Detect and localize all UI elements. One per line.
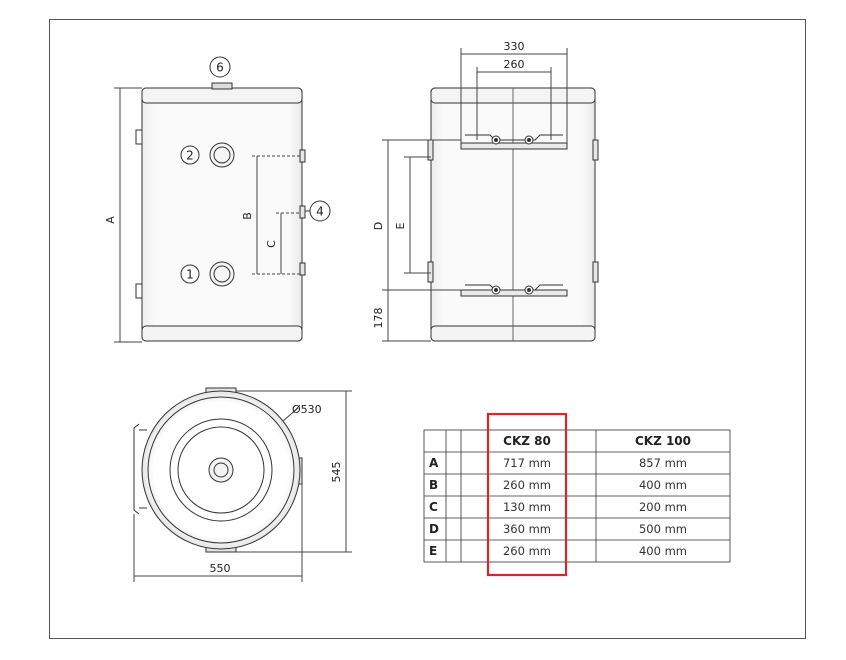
dim-b-label: B [241,212,254,220]
dim-545-label: 545 [330,462,343,483]
table-row-label: A [429,456,439,470]
dim-c-label: C [265,240,278,248]
top-port-inner [213,462,229,478]
table-cell-ckz80: 360 mm [503,522,551,536]
callout-6-circle [209,56,231,78]
top-wall-bracket [133,423,140,515]
drawing-frame [49,19,806,639]
front-bottom-band [141,325,303,342]
front-socket-upper [299,149,306,163]
table-cell-ckz100: 200 mm [639,500,687,514]
top-ring-4 [177,426,265,514]
dim-dia-leader [282,407,299,422]
dim-330-label: 330 [504,40,525,53]
ckz80-highlight-box [486,412,568,577]
side-socket-left-lower [427,261,434,283]
side-bracket-upper [460,134,568,150]
table-cell-ckz80: 130 mm [503,500,551,514]
front-top-band [141,87,303,104]
top-port-outer [208,457,234,483]
dim-550-label: 550 [210,562,231,575]
table-cell-ckz100: 400 mm [639,478,687,492]
connection-1-inner [213,265,231,283]
table-cell-ckz80: 717 mm [503,456,551,470]
table-cell-ckz80: 260 mm [503,544,551,558]
table-cell-ckz100: 400 mm [639,544,687,558]
callout-1-circle [180,264,200,284]
dim-d-label: D [372,222,385,230]
table-cell-ckz100: 500 mm [639,522,687,536]
table-cell-ckz100: 857 mm [639,456,687,470]
front-tank-body [141,87,303,342]
dim-178-label: 178 [372,308,385,329]
dim-dia-label: Ø530 [292,403,322,416]
callout-6-label: 6 [216,61,224,75]
side-view [382,48,599,342]
top-ring-3 [169,418,273,522]
dim-e-label: E [394,222,407,229]
top-wall-bracket-arms [139,429,147,509]
top-ring-2 [147,396,295,544]
side-socket-upper [592,139,599,161]
table-row-label: C [429,500,438,514]
side-socket-lower [592,261,599,283]
front-socket-lower [299,262,306,276]
callout-2-circle [180,145,200,165]
connection-2-inner [213,146,231,164]
table-header-ckz80: CKZ 80 [503,434,551,448]
table-row-label: D [429,522,439,536]
dim-a-label: A [104,216,117,224]
table-row-label: E [429,544,437,558]
front-socket-mid [299,205,306,219]
side-bracket-lower [460,284,568,297]
dim-260-label: 260 [504,58,525,71]
callout-4-label: 4 [316,205,324,219]
callout-1-label: 1 [186,268,194,282]
table-header-ckz100: CKZ 100 [635,434,691,448]
table-row-label: B [429,478,438,492]
dimension-table [423,429,731,563]
front-bracket-bottom [135,283,142,299]
front-top-port [211,82,233,90]
callout-2-label: 2 [186,149,194,163]
top-view [133,387,352,582]
table-cell-ckz80: 260 mm [503,478,551,492]
front-bracket-top [135,129,142,145]
front-view [114,56,331,343]
